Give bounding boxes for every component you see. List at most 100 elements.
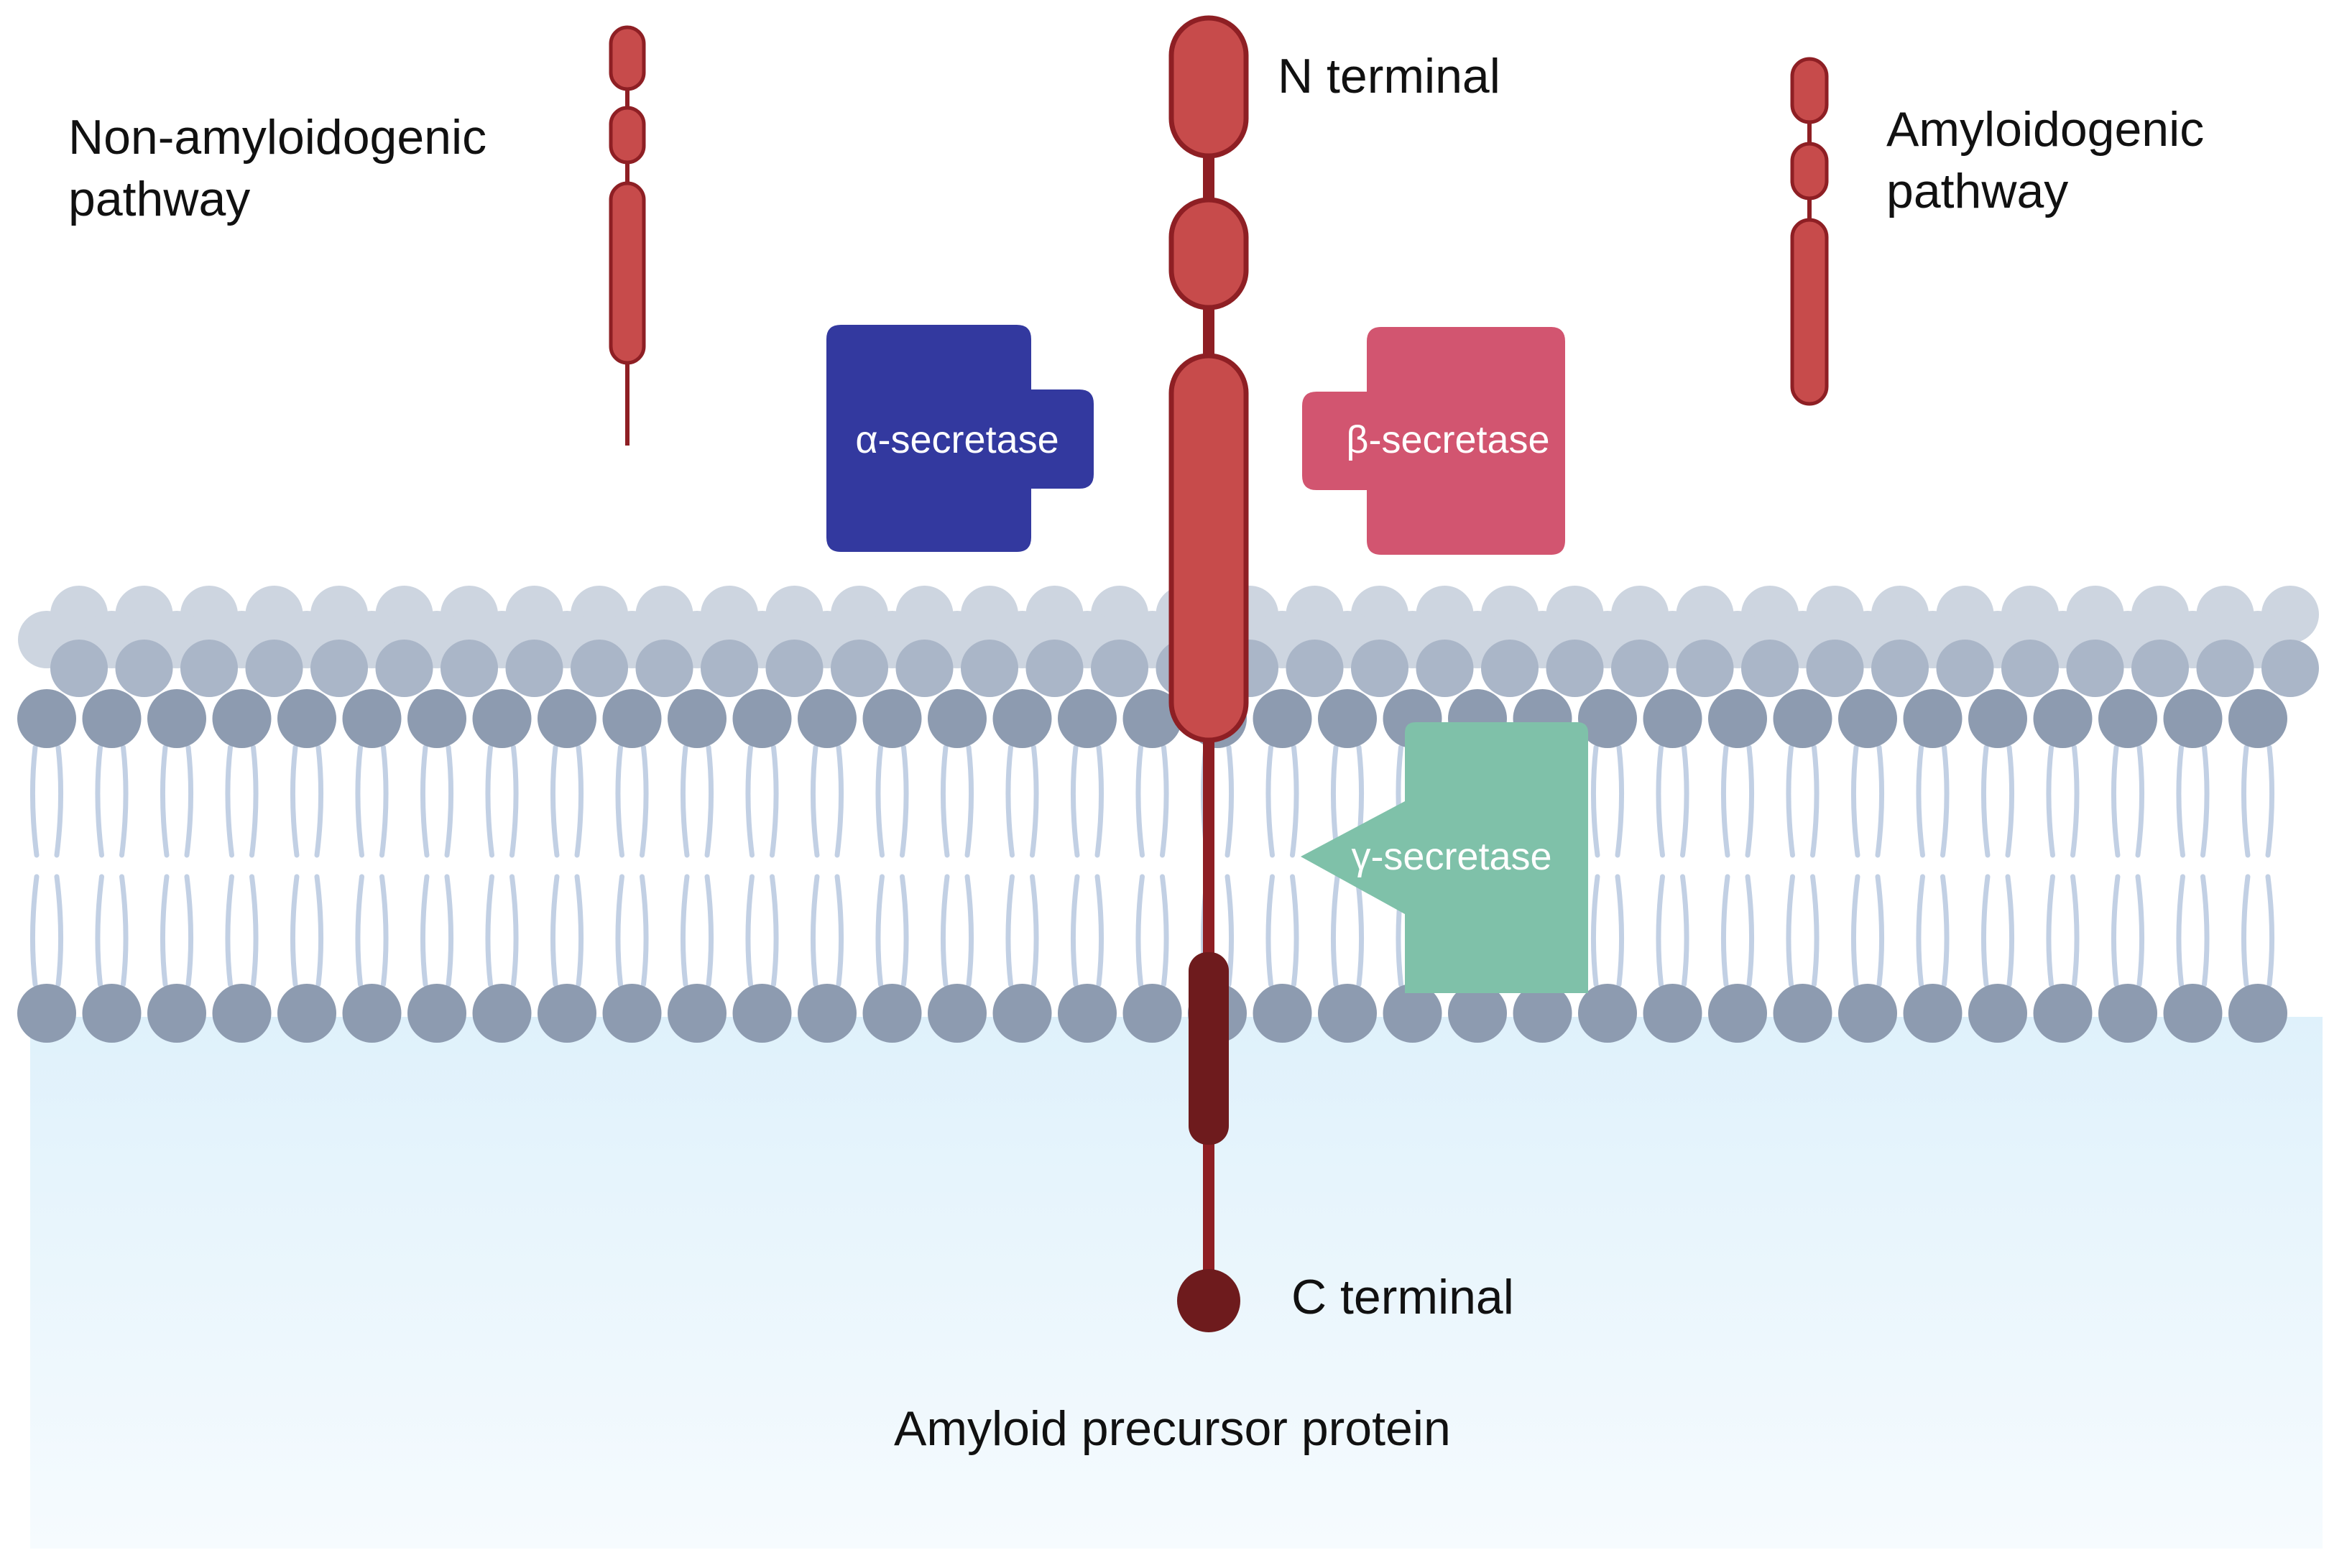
lipid-head-middle [2001, 640, 2059, 697]
lipid-head-upper [862, 689, 922, 748]
lipid-head-middle [1676, 640, 1734, 697]
beta-secretase-label: β-secretase [1346, 418, 1549, 461]
lipid-tail [1160, 744, 1169, 858]
lipid-head-middle [245, 640, 303, 697]
lipid-tail [2265, 874, 2275, 987]
lipid-head-lower [1513, 984, 1572, 1043]
lipid-head-middle [505, 640, 563, 697]
lipid-tail [1590, 874, 1600, 987]
lipid-head-middle [2261, 640, 2319, 697]
lipid-tail [1916, 744, 1925, 858]
lipid-head-middle [765, 640, 824, 697]
lipid-head-lower [2033, 984, 2093, 1043]
lipid-head-upper [407, 689, 466, 748]
lipid-tail [745, 744, 755, 858]
lipid-tail [2265, 744, 2275, 858]
lipid-tail [314, 744, 324, 858]
lipid-tails [29, 744, 2275, 987]
fragment-right-segment-3 [1790, 218, 1829, 406]
lipid-head-upper [342, 689, 402, 748]
lipid-heads-upper-leaflet [17, 689, 2287, 748]
lipid-tail [1030, 874, 1039, 987]
lipid-tail [29, 874, 40, 987]
lipid-tail [1355, 874, 1365, 987]
beta-secretase: β-secretase [1302, 327, 1565, 555]
lipid-tail [1070, 744, 1080, 858]
lipid-head-lower [277, 984, 336, 1043]
lipid-head-lower [1643, 984, 1702, 1043]
lipid-head-upper [17, 689, 76, 748]
lipid-tail [900, 874, 909, 987]
lipid-tail [1615, 744, 1625, 858]
lipid-tail [160, 744, 170, 858]
lipid-tail [550, 744, 560, 858]
lipid-tail [119, 744, 129, 858]
lipid-head-upper [538, 689, 596, 748]
lipid-tail [420, 744, 430, 858]
lipid-tail [810, 874, 820, 987]
lipid-tail [54, 744, 64, 858]
lipid-head-middle [1416, 640, 1474, 697]
lipid-head-upper [602, 689, 662, 748]
lipid-tail [249, 744, 259, 858]
lipid-tail [2070, 874, 2080, 987]
lipid-head-upper [212, 689, 272, 748]
lipid-tail [1225, 874, 1235, 987]
lipid-tail [900, 744, 909, 858]
lipid-head-upper [1578, 689, 1637, 748]
lipid-tail [2176, 744, 2185, 858]
lipid-tail [1265, 874, 1275, 987]
lipid-tail [1720, 744, 1730, 858]
lipid-tail [1940, 874, 1950, 987]
lipid-head-lower [1838, 984, 1897, 1043]
amyloidogenic-fragment [1790, 57, 1829, 406]
lipid-head-upper [2098, 689, 2157, 748]
lipid-head-middle [831, 640, 888, 697]
lipid-tail [615, 874, 624, 987]
lipid-head-lower [538, 984, 596, 1043]
lipid-tail [2111, 744, 2121, 858]
lipid-head-middle [635, 640, 693, 697]
app-large-domain [1168, 353, 1249, 743]
c-terminal-label: C terminal [1291, 1270, 1514, 1324]
lipid-tail [1135, 744, 1145, 858]
lipid-tail [1810, 874, 1820, 987]
lipid-head-lower [1903, 984, 1963, 1043]
lipid-head-middle [2066, 640, 2124, 697]
lipid-tail [680, 874, 690, 987]
lipid-tail [964, 744, 974, 858]
lipid-tail [225, 744, 234, 858]
lipid-tail [184, 744, 194, 858]
lipid-head-middle [2131, 640, 2189, 697]
lipid-head-upper [1058, 689, 1117, 748]
lipid-tail [290, 744, 300, 858]
lipid-head-middle [895, 640, 954, 697]
gamma-secretase: γ-secretase [1301, 722, 1588, 993]
lipid-head-middle [375, 640, 433, 697]
lipid-head-lower [147, 984, 206, 1043]
lipid-tail [2046, 874, 2055, 987]
lipid-tail [444, 874, 454, 987]
lipid-tail [1786, 874, 1795, 987]
fragment-left-segment-1 [609, 25, 646, 91]
n-terminal-label: N terminal [1278, 49, 1500, 103]
lipid-tail [940, 874, 950, 987]
lipid-tail [1850, 744, 1860, 858]
alpha-secretase-shape [826, 325, 1094, 552]
lipid-head-upper [668, 689, 727, 748]
lipid-tail [550, 874, 560, 987]
lipid-head-middle [50, 640, 108, 697]
lipid-head-middle [180, 640, 238, 697]
lipid-tail [1875, 874, 1885, 987]
lipid-tail [2135, 744, 2145, 858]
app-c-terminal-head [1177, 1269, 1240, 1332]
lipid-head-upper [798, 689, 857, 748]
lipid-tail [1875, 744, 1885, 858]
lipid-tail [574, 874, 584, 987]
lipid-tail [1680, 874, 1689, 987]
lipid-head-upper [1643, 689, 1702, 748]
lipid-tail [770, 874, 779, 987]
lipid-tail [54, 874, 64, 987]
